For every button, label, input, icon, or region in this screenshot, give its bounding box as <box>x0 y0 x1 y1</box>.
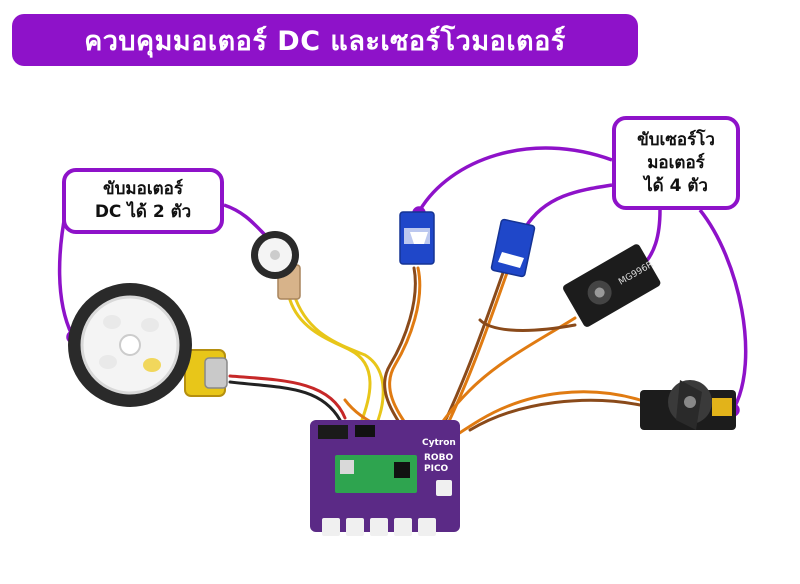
servo-standard-2 <box>640 380 736 430</box>
callout-servo-line2: มอเตอร์ <box>647 152 705 173</box>
line-to-dc-motor <box>223 203 270 240</box>
board-brand: Cytron <box>422 438 456 448</box>
board-name-line1: ROBO <box>424 453 453 463</box>
line-to-servo-2 <box>523 183 613 229</box>
dc-motor-wheel <box>68 283 228 407</box>
servo-micro-1 <box>399 211 435 265</box>
callout-servo-line1: ขับเซอร์โว <box>637 129 715 150</box>
dc-motor-small <box>251 231 301 300</box>
page-title: ควบคุมมอเตอร์ DC และเซอร์โวมอเตอร์ <box>84 25 566 57</box>
callout-dc-line2: DC ได้ 2 ตัว <box>94 202 192 222</box>
servo-standard-1: MG996R <box>563 244 661 327</box>
title-banner: ควบคุมมอเตอร์ DC และเซอร์โวมอเตอร์ <box>12 14 638 66</box>
board-name-line2: PICO <box>424 464 449 474</box>
servo-micro-2 <box>490 218 536 278</box>
callout-servo-motor: ขับเซอร์โว มอเตอร์ ได้ 4 ตัว <box>612 116 740 210</box>
callout-servo-line3: ได้ 4 ตัว <box>644 175 708 196</box>
line-to-servo-4 <box>698 208 748 409</box>
callout-dc-motor: ขับมอเตอร์ DC ได้ 2 ตัว <box>62 168 224 234</box>
robo-pico-board: Cytron ROBO PICO <box>310 420 460 536</box>
line-to-servo-1 <box>418 146 613 211</box>
callout-dc-line1: ขับมอเตอร์ <box>102 179 184 199</box>
